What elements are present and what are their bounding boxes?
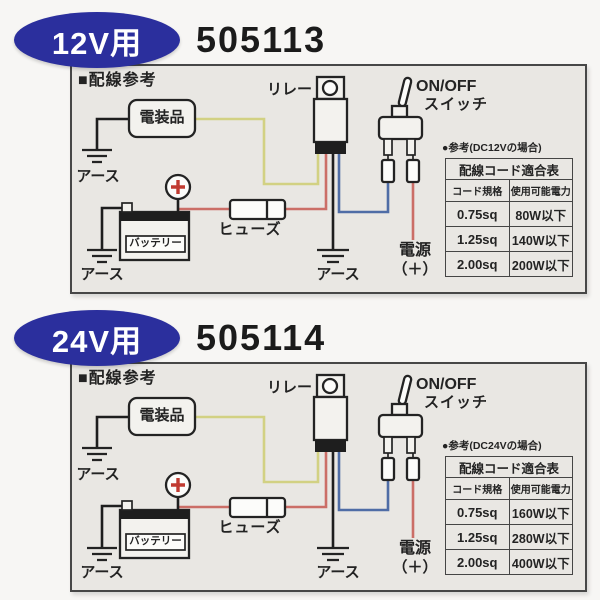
- table-caption: ●参考(DC12Vの場合): [442, 142, 542, 154]
- voltage-badge-12v: 12V用: [14, 12, 180, 68]
- wire-yellow-component-relay: [195, 415, 320, 484]
- wire-yellow-component-relay: [195, 117, 320, 186]
- table-cell: 200W以下: [508, 251, 573, 277]
- table-cell: 1.25sq: [445, 524, 510, 550]
- wire-red-battery-relay: [177, 452, 328, 509]
- wiring-diagram: [82, 75, 424, 264]
- ground-icon: [317, 546, 349, 562]
- table-cell: 140W以下: [508, 226, 573, 252]
- battery-label: バッテリー: [129, 237, 182, 250]
- component-label: 電装品: [139, 109, 185, 127]
- model-number-505114: 505114: [196, 317, 327, 358]
- ground-label: アース: [316, 564, 360, 581]
- ground-icon: [317, 248, 349, 264]
- ground-icon: [82, 148, 112, 164]
- switch-label-line1: ON/OFF: [416, 376, 477, 393]
- table-cell: 0.75sq: [445, 499, 510, 525]
- col-header-power: 使用可能電力: [508, 179, 573, 202]
- relay-label: リレー: [266, 379, 312, 396]
- wire-blue-relay-switch: [337, 452, 390, 512]
- toggle-switch-symbol: [377, 76, 424, 184]
- voltage-badge-24v: 24V用: [14, 310, 180, 366]
- wire-red-battery-relay: [177, 154, 328, 211]
- ground-label: アース: [80, 266, 124, 283]
- ground-label: アース: [316, 266, 360, 283]
- component-label: 電装品: [139, 407, 185, 425]
- wire-blue-relay-switch: [337, 154, 390, 214]
- battery-label: バッテリー: [129, 535, 182, 548]
- wiring-diagram: [82, 373, 424, 562]
- diagram-title: ■配線参考: [78, 72, 157, 89]
- table-cell: 280W以下: [508, 524, 573, 550]
- ground-label: アース: [76, 466, 120, 483]
- relay-symbol: [312, 75, 349, 154]
- ground-icon: [82, 446, 112, 462]
- fuse-label: ヒューズ: [218, 519, 282, 536]
- col-header-power: 使用可能電力: [508, 477, 573, 500]
- wiring-panel-24v: ■配線参考 電装品 アース アース アース バッテリー ヒューズ リレー ON/…: [70, 362, 587, 592]
- fuse-symbol: [228, 496, 287, 519]
- wire-battery-ground: [100, 206, 126, 250]
- wire-component-ground: [95, 117, 129, 150]
- fuse-label: ヒューズ: [218, 221, 282, 238]
- table-cell: 1.25sq: [445, 226, 510, 252]
- table-cell: 0.75sq: [445, 201, 510, 227]
- table-cell: 2.00sq: [445, 251, 510, 277]
- col-header-code: コード規格: [445, 477, 510, 500]
- relay-symbol: [312, 373, 349, 452]
- wire-component-ground: [95, 415, 129, 448]
- wiring-panel-12v: ■配線参考 電装品 アース アース アース バッテリー ヒューズ リレー ON/…: [70, 64, 587, 294]
- col-header-code: コード規格: [445, 179, 510, 202]
- battery-symbol: [118, 471, 192, 560]
- ground-label: アース: [80, 564, 124, 581]
- power-label-line2: （＋）: [392, 559, 438, 576]
- table-cell: 400W以下: [508, 549, 573, 575]
- switch-label-line1: ON/OFF: [416, 78, 477, 95]
- wire-gauge-table: 配線コード適合表 コード規格 使用可能電力 0.75sq 80W以下 1.25s…: [445, 158, 573, 277]
- power-label-line1: 電源: [398, 242, 431, 259]
- ground-icon: [87, 248, 117, 264]
- ground-icon: [87, 546, 117, 562]
- table-cell: 2.00sq: [445, 549, 510, 575]
- battery-symbol: [118, 173, 192, 262]
- wire-battery-ground: [100, 504, 126, 548]
- power-label-line1: 電源: [398, 540, 431, 557]
- ground-label: アース: [76, 168, 120, 185]
- switch-label-line2: スイッチ: [424, 394, 489, 411]
- relay-label: リレー: [266, 81, 312, 98]
- switch-label-line2: スイッチ: [424, 96, 489, 113]
- table-cell: 160W以下: [508, 499, 573, 525]
- diagram-title: ■配線参考: [78, 370, 157, 387]
- fuse-symbol: [228, 198, 287, 221]
- table-title: 配線コード適合表: [445, 456, 573, 478]
- table-cell: 80W以下: [508, 201, 573, 227]
- table-title: 配線コード適合表: [445, 158, 573, 180]
- table-caption: ●参考(DC24Vの場合): [442, 440, 542, 452]
- component-box: [127, 396, 197, 437]
- wire-gauge-table: 配線コード適合表 コード規格 使用可能電力 0.75sq 160W以下 1.25…: [445, 456, 573, 575]
- model-number-505113: 505113: [196, 19, 327, 60]
- component-box: [127, 98, 197, 139]
- toggle-switch-symbol: [377, 374, 424, 482]
- power-label-line2: （＋）: [392, 261, 438, 278]
